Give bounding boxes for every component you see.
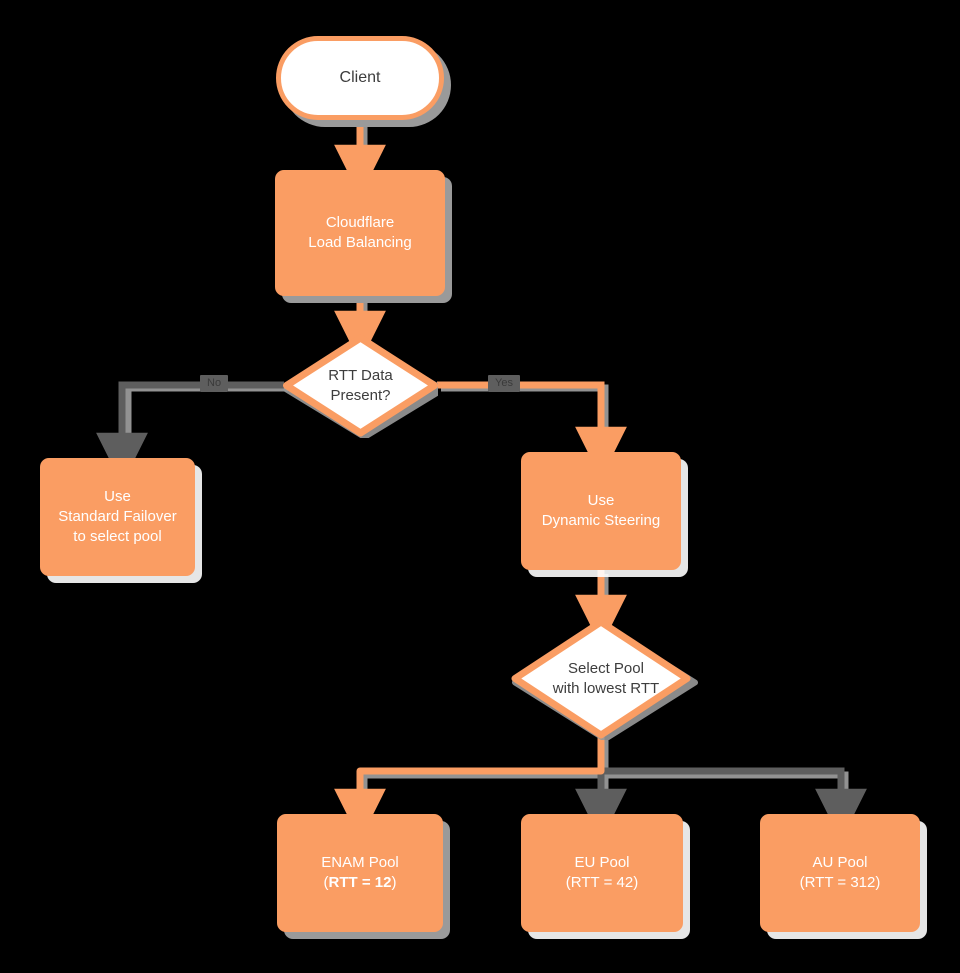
node-rtt-data-present-label: RTT Data Present? (328, 366, 393, 404)
node-enam-pool-rtt: (RTT = 12) (323, 874, 397, 891)
node-standard-failover-label: Use Standard Failover to select pool (58, 488, 177, 545)
node-eu-pool-rtt: (RTT = 42) (565, 874, 639, 891)
node-standard-failover[interactable]: Use Standard Failover to select pool (40, 458, 195, 576)
node-client[interactable]: Client (276, 36, 444, 120)
node-select-pool-lowest-rtt-label: Select Pool with lowest RTT (552, 659, 660, 697)
node-cloudflare-load-balancing[interactable]: Cloudflare Load Balancing (275, 170, 445, 296)
edge-label-no: No (200, 375, 229, 392)
node-au-pool[interactable]: AU Pool (RTT = 312) (760, 814, 920, 932)
node-eu-pool-label: EU Pool (RTT = 42) (522, 853, 682, 893)
node-client-label: Client (339, 69, 381, 87)
node-enam-pool-label: ENAM Pool (RTT = 12) (278, 853, 442, 893)
node-dynamic-steering-label: Use Dynamic Steering (541, 492, 661, 529)
node-select-pool-lowest-rtt[interactable]: Select Pool with lowest RTT (511, 617, 701, 740)
edge-rtt-decision-to-dynamic-steering (437, 381, 627, 479)
node-enam-pool[interactable]: ENAM Pool (RTT = 12) (277, 814, 443, 932)
node-rtt-data-present[interactable]: RTT Data Present? (283, 333, 438, 438)
edge-select-pool-to-au-pool (601, 767, 867, 841)
edge-select-pool-to-enam-pool (334, 736, 605, 841)
edge-rtt-decision-to-standard-failover (96, 381, 284, 485)
node-au-pool-label: AU Pool (RTT = 312) (761, 853, 919, 893)
edge-shadows (124, 124, 849, 818)
node-cloudflare-load-balancing-label: Cloudflare Load Balancing (308, 214, 412, 251)
select-pool-decision-shape (511, 618, 698, 740)
edge-label-yes: Yes (488, 375, 520, 392)
node-dynamic-steering[interactable]: Use Dynamic Steering (521, 452, 681, 570)
rtt-decision-shape (283, 334, 438, 438)
node-au-pool-rtt: (RTT = 312) (799, 874, 881, 891)
node-eu-pool[interactable]: EU Pool (RTT = 42) (521, 814, 683, 932)
